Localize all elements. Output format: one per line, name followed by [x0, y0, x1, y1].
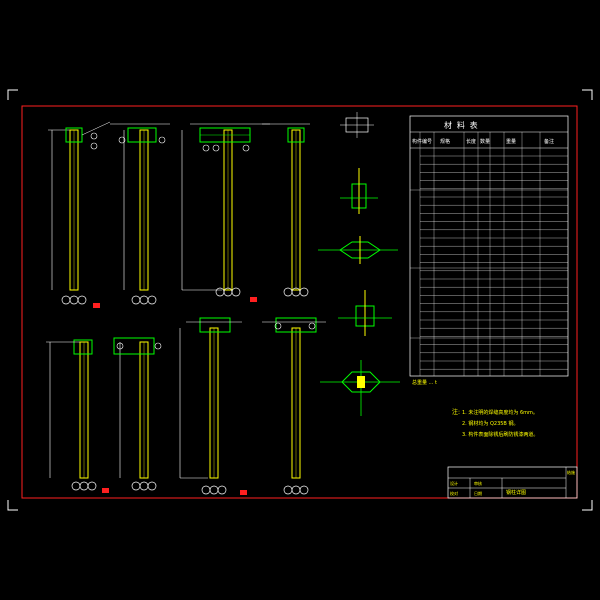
drawing-title: 钢柱详图 — [506, 489, 526, 496]
header-cell: 规格 — [440, 138, 450, 145]
header-cell: 数量 — [480, 138, 490, 145]
table-title: 材 料 表 — [444, 120, 478, 130]
sheet-corner-marks — [7, 89, 593, 511]
column-elevation-3 — [181, 123, 270, 302]
drawing-border — [21, 105, 578, 499]
table-header-row: 构件 编号 规格 长度 数量 重量 备注 — [412, 138, 554, 145]
note-line: 2. 钢材均为 Q235B 钢。 — [462, 420, 518, 427]
column-elevations-bottom-row — [46, 317, 326, 495]
title-label: 设计 — [450, 480, 458, 486]
section-detail-2 — [340, 168, 378, 214]
header-cell: 构件 — [412, 138, 422, 145]
section-detail-1 — [340, 112, 374, 138]
column-elevation-1 — [48, 121, 111, 308]
notes-lead: 注: — [452, 408, 460, 416]
title-label: 日期 — [474, 490, 482, 496]
column-elevation-2 — [110, 123, 170, 305]
general-notes: 注: 1. 未注明的焊缝高度均为 6mm。 2. 钢材均为 Q235B 钢。 3… — [452, 408, 538, 438]
column-elevation-8 — [262, 317, 326, 495]
title-label: 审核 — [474, 480, 482, 486]
header-cell: 长度 — [466, 138, 476, 145]
column-elevation-6 — [113, 337, 162, 491]
note-line: 3. 构件表面除锈后刷防锈漆两道。 — [462, 431, 538, 438]
material-table: 材 料 表 构件 编号 规格 长度 数量 重量 备注 总重量 ... t — [409, 115, 569, 386]
column-elevation-7 — [179, 317, 247, 495]
section-detail-3 — [318, 236, 398, 264]
header-cell: 备注 — [544, 138, 554, 145]
table-footer-note: 总重量 ... t — [412, 379, 437, 386]
section-detail-5 — [320, 360, 400, 416]
title-block: 设计 校对 审核 日期 钢柱详图 结施 — [447, 466, 578, 499]
header-cell: 重量 — [506, 138, 516, 145]
joint-section-details — [318, 112, 400, 416]
column-elevations-top-row — [48, 121, 310, 308]
column-elevation-4 — [262, 123, 310, 297]
section-detail-4 — [338, 290, 392, 336]
note-line: 1. 未注明的焊缝高度均为 6mm。 — [462, 409, 538, 416]
column-elevation-5 — [46, 339, 109, 493]
header-cell: 编号 — [422, 138, 432, 145]
sheet-number: 结施 — [567, 469, 575, 475]
title-label: 校对 — [450, 490, 458, 496]
